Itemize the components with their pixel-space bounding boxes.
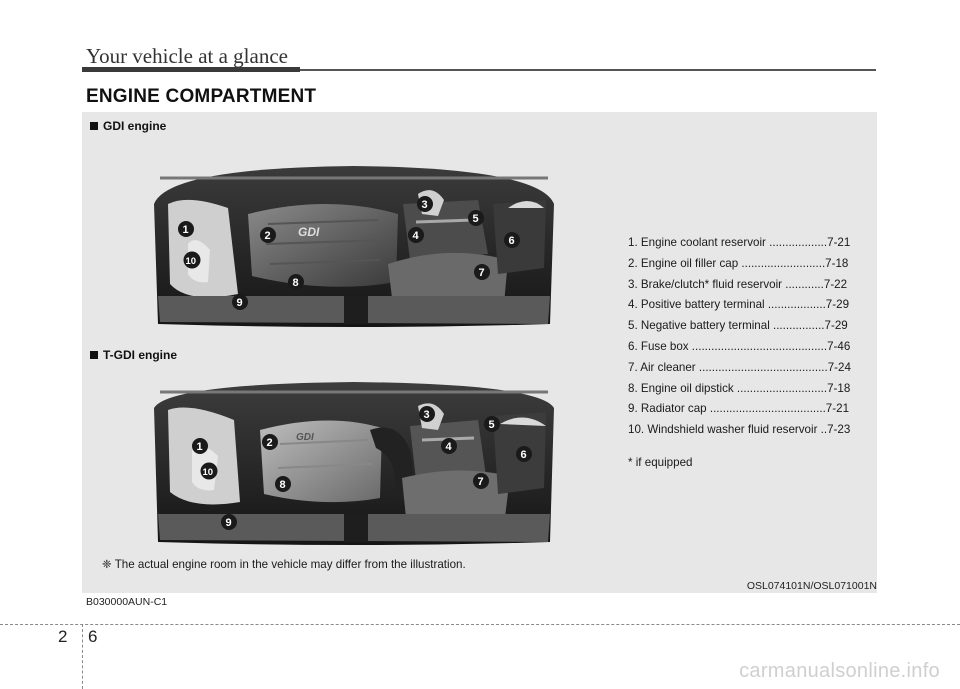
callout-5 (484, 416, 500, 432)
list-item: 9. Radiator cap ........................… (628, 402, 850, 416)
svg-text:5: 5 (489, 419, 495, 431)
svg-text:2: 2 (265, 230, 271, 242)
callout-6 (504, 232, 520, 248)
list-item: 7. Air cleaner .........................… (628, 360, 851, 374)
list-item: 10. Windshield washer fluid reservoir ..… (628, 423, 851, 437)
list-item: 5. Negative battery terminal ...........… (628, 319, 848, 333)
svg-text:4: 4 (413, 230, 420, 242)
callout-2 (260, 227, 276, 243)
callout-2 (262, 434, 278, 450)
svg-text:1: 1 (183, 224, 189, 236)
svg-text:8: 8 (280, 479, 286, 491)
disclaimer-note: ❈ The actual engine room in the vehicle … (102, 558, 466, 571)
bullet-square-icon (90, 351, 98, 359)
section-title: ENGINE COMPARTMENT (86, 86, 317, 107)
engine-cover-shape (248, 204, 398, 287)
svg-text:8: 8 (293, 277, 299, 289)
gdi-engine-label: GDI engine (90, 119, 166, 133)
engine-cover-logo: GDI (296, 432, 314, 443)
callout-4 (408, 227, 424, 243)
callout-9 (221, 514, 237, 530)
tgdi-engine-illustration: GDI 1 2 3 4 5 6 7 8 9 10 (148, 380, 560, 548)
list-item: 4. Positive battery terminal ...........… (628, 298, 850, 312)
svg-text:1: 1 (197, 441, 203, 453)
svg-text:10: 10 (186, 256, 197, 267)
callout-7 (474, 264, 490, 280)
fuse-box-shape (493, 200, 546, 274)
svg-text:7: 7 (478, 476, 484, 488)
image-code: OSL074101N/OSL071001N (746, 580, 877, 592)
footer-page-divider (82, 624, 83, 689)
callout-3 (419, 406, 435, 422)
watermark: carmanualsonline.info (739, 660, 940, 682)
svg-text:7: 7 (479, 267, 485, 279)
callout-1 (178, 221, 194, 237)
header-rule (300, 69, 876, 71)
header-bar (82, 67, 300, 72)
list-item: 1. Engine coolant reservoir ............… (628, 236, 851, 249)
svg-text:3: 3 (424, 409, 430, 421)
list-item: 8. Engine oil dipstick .................… (628, 381, 851, 395)
list-item: 2. Engine oil filler cap ...............… (628, 256, 849, 270)
svg-text:9: 9 (237, 297, 243, 309)
parts-list: 1. Engine coolant reservoir ............… (628, 233, 873, 441)
tgdi-engine-label: T-GDI engine (90, 348, 177, 362)
svg-text:5: 5 (473, 213, 479, 225)
list-item: 6. Fuse box ............................… (628, 339, 851, 353)
callout-5 (468, 210, 484, 226)
callout-4 (441, 438, 457, 454)
callout-3 (417, 196, 433, 212)
footnote: * if equipped (628, 456, 693, 469)
section-code: B030000AUN-C1 (86, 596, 168, 608)
page-number: 6 (88, 627, 98, 646)
svg-text:4: 4 (446, 441, 453, 453)
svg-text:10: 10 (203, 467, 214, 478)
bullet-square-icon (90, 122, 98, 130)
engine-cover-logo: GDI (298, 225, 320, 239)
callout-1 (192, 438, 208, 454)
callout-8 (275, 476, 291, 492)
callout-7 (473, 473, 489, 489)
svg-text:9: 9 (226, 517, 232, 529)
battery-shape (403, 200, 488, 260)
page-chapter: 2 (58, 627, 68, 646)
svg-text:3: 3 (422, 199, 428, 211)
header-title: Your vehicle at a glance (86, 44, 288, 68)
callout-9 (232, 294, 248, 310)
callout-10 (200, 462, 218, 480)
callout-10 (183, 251, 201, 269)
svg-text:6: 6 (509, 235, 515, 247)
svg-text:2: 2 (267, 437, 273, 449)
list-item: 3. Brake/clutch* fluid reservoir .......… (628, 277, 848, 291)
svg-text:6: 6 (521, 449, 527, 461)
gdi-engine-illustration: GDI 1 2 3 4 5 6 7 8 9 10 (148, 164, 560, 330)
footer-divider (0, 624, 960, 625)
callout-6 (516, 446, 532, 462)
callout-8 (288, 274, 304, 290)
